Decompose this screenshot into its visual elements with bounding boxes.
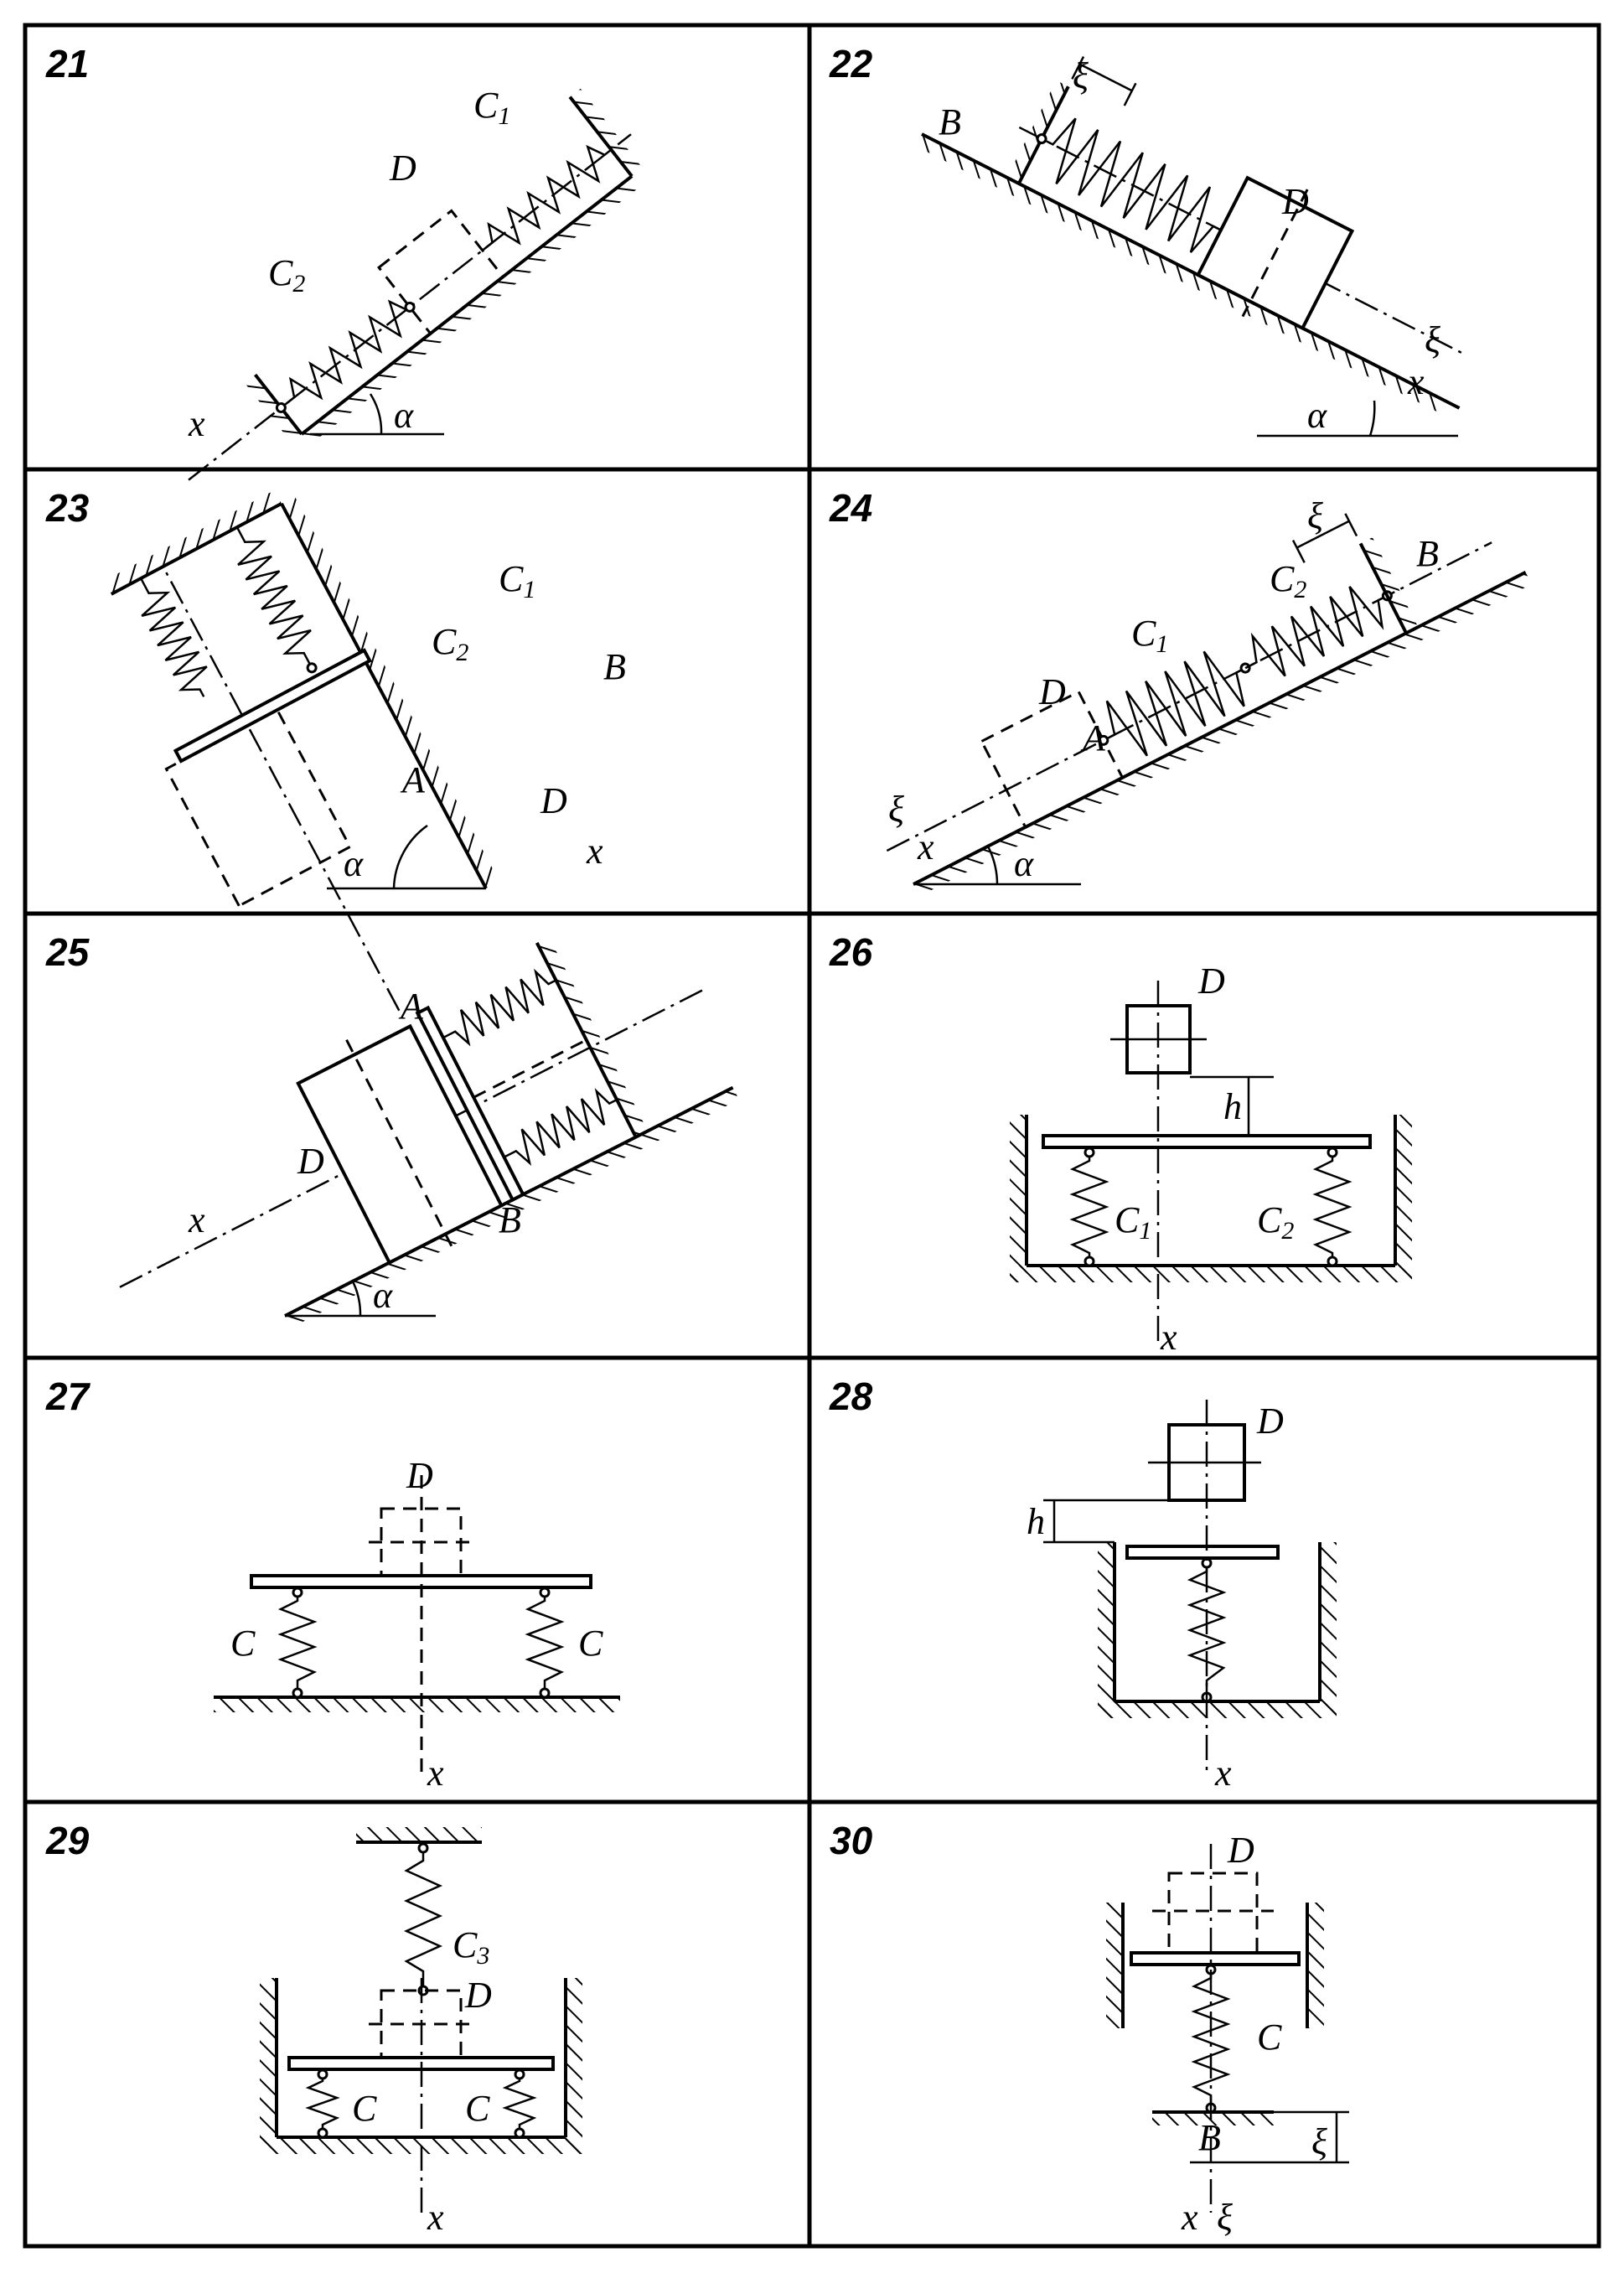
d-label: D [406,1455,433,1496]
b-label: B [1198,2117,1221,2158]
panel-number: 23 [45,486,90,530]
d-label: D [1197,960,1225,1002]
c2-label: C2 [1270,558,1306,603]
d-label: D [464,1975,492,2016]
d-label: D [1281,181,1309,222]
x-axis-label: x [1160,1317,1177,1358]
panel-number: 29 [45,1819,90,1862]
x-axis-label: x [427,2197,444,2238]
c1-label: C1 [1115,1199,1151,1245]
panel-number: 21 [45,42,89,85]
grid-frame [23,23,1601,2249]
panel-22: 22 α B ξ D ξ x [829,42,1468,438]
h-label: h [1223,1086,1242,1127]
c2-label: C2 [268,252,305,298]
alpha-label: α [1014,843,1034,884]
d-label: D [297,1141,324,1182]
panel-number: 25 [45,930,91,974]
panel-number: 27 [45,1375,91,1418]
panel-number: 30 [830,1819,873,1862]
a-label: A [400,759,426,800]
panel-25: 25 α A D B x [45,930,739,1328]
alpha-label: α [344,843,364,884]
x-axis-label: x [427,1753,444,1794]
alpha-label: α [394,395,414,436]
x-axis-label: x [1214,1753,1232,1794]
d-label: D [389,148,416,189]
panel-23: 23 α C1 C2 B A D x [45,486,626,1012]
c1-label: C1 [499,558,535,603]
x-axis-label: x [188,403,205,444]
h-label: h [1027,1501,1045,1542]
c3-label: C3 [453,1924,489,1970]
x-axis-label: x [1181,2197,1198,2238]
c-label: C [1257,2017,1282,2058]
x-axis-label: x [1407,361,1425,402]
x-axis-label: x [917,826,934,867]
c-right-label: C [465,2088,490,2129]
xi-dimension-label: ξ [1307,495,1323,536]
b-label: B [499,1199,521,1240]
d-label: D [1227,1830,1254,1871]
panel-28: 28 D h x [829,1375,1337,1794]
panel-24: 24 α ξ C2 B C1 D A [829,486,1532,897]
xi-axis-label: ξ [1217,2197,1233,2238]
x-axis-label: x [586,831,603,872]
b-label: B [603,646,626,687]
x-axis-label: x [188,1199,205,1240]
c1-label: C1 [473,85,510,130]
a-label: A [1080,717,1106,759]
xi-dimension-label: ξ [1073,55,1089,96]
panel-27: 27 D C C x [45,1375,620,1794]
panel-number: 26 [829,930,873,974]
panel-29: 29 C3 D C C x [45,1819,582,2238]
xi-axis-label: ξ [1425,319,1440,360]
d-label: D [1256,1401,1284,1442]
alpha-label: α [1307,395,1327,436]
c-left-label: C [352,2088,377,2129]
c2-label: C2 [432,621,468,666]
c2-label: C2 [1257,1199,1294,1245]
b-label: B [1416,533,1439,574]
xi-axis-label: ξ [888,789,904,830]
panel-26: 26 D h C1 C2 x [829,930,1412,1358]
panel-21: 21 α x C2 D C1 [45,42,643,481]
c-right-label: C [578,1623,603,1664]
a-label: A [398,986,424,1027]
panel-number: 28 [829,1375,873,1418]
d-label: D [1038,671,1066,712]
xi-dimension-label: ξ [1311,2121,1327,2162]
c-left-label: C [230,1623,256,1664]
c1-label: C1 [1131,613,1168,658]
b-label: B [939,101,961,142]
d-label: D [540,780,567,821]
panel-number: 22 [829,42,873,85]
panel-30: 30 D C B ξ x ξ [830,1819,1349,2238]
panel-number: 24 [829,486,872,530]
